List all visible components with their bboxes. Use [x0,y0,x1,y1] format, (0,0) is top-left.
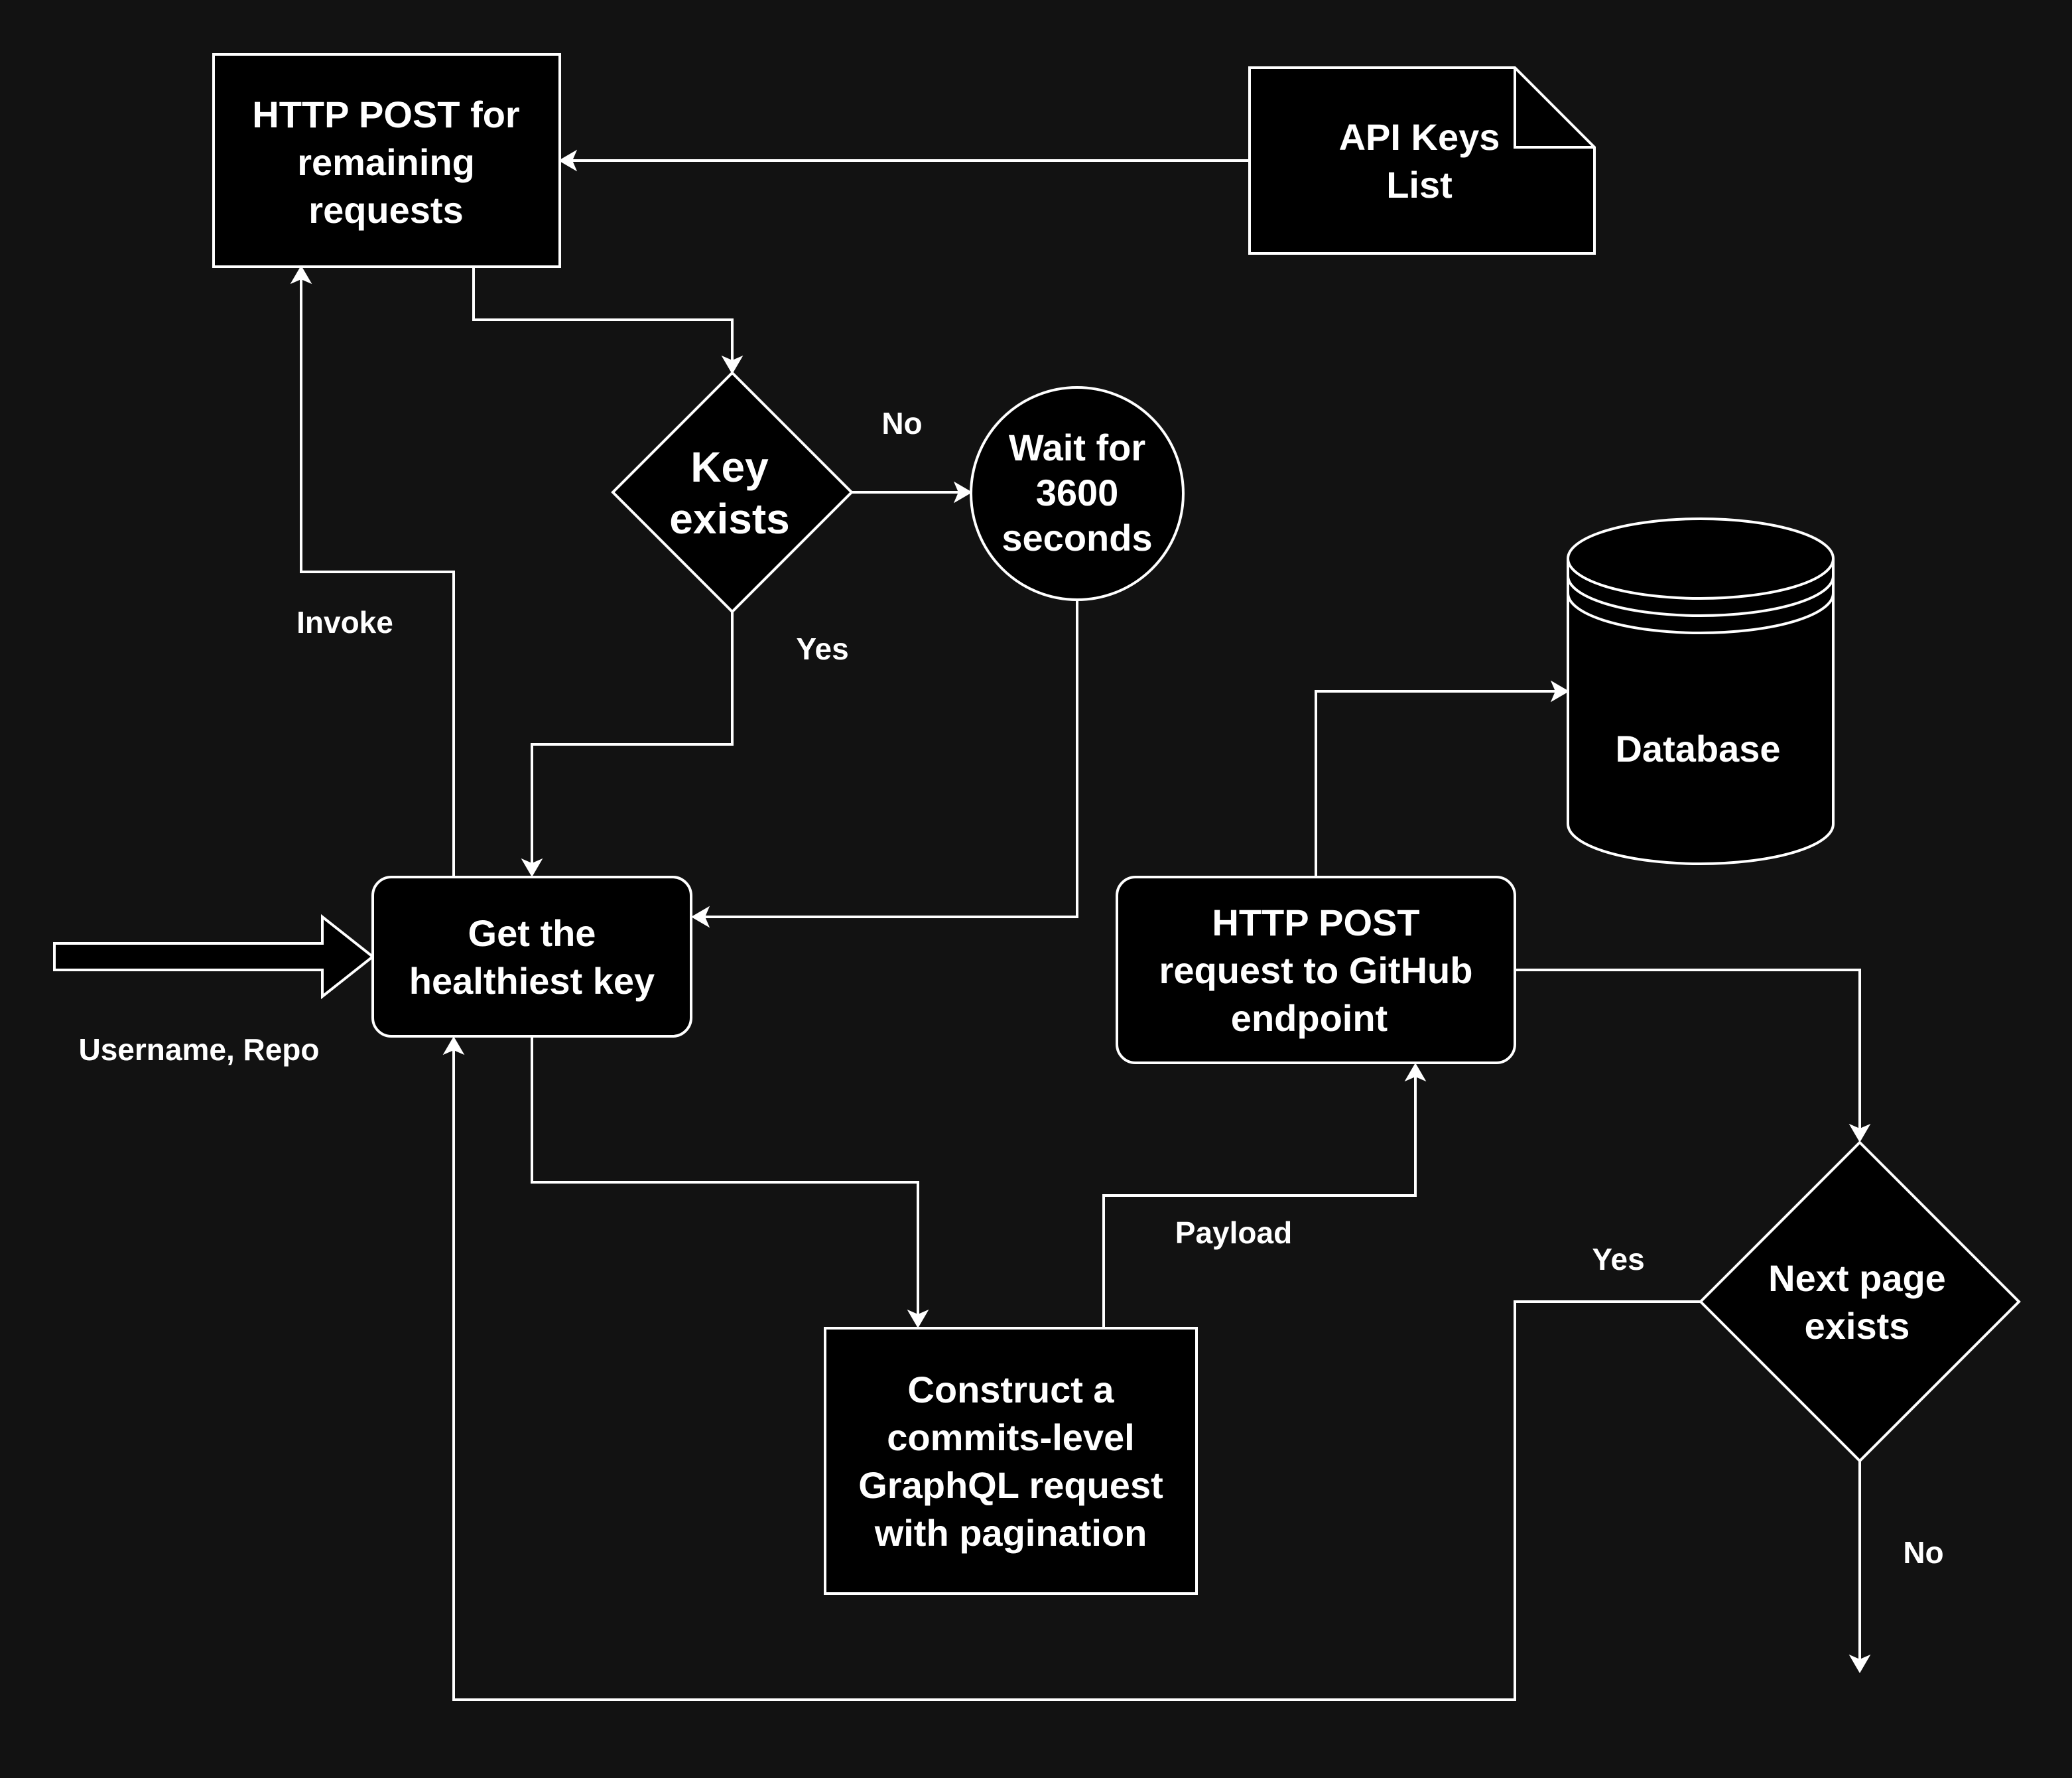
arrowhead [907,1309,929,1328]
arrowhead [1550,680,1569,703]
edge-labels: No Yes Invoke Username, Repo Payload Yes… [78,406,1943,1570]
node-line: endpoint [1231,997,1388,1039]
label-invoke: Invoke [296,605,393,640]
node-line: HTTP POST [1212,902,1419,943]
arrowhead [442,1036,465,1056]
edge-github-to-nextpage [1515,969,1861,1130]
node-get-key: Get the healthiest key [371,876,692,1038]
node-key-exists: Key exists [611,371,854,614]
nodes: HTTP POST for remaining requests API Key… [212,53,2021,1595]
node-next-page: Next page exists [1699,1140,2021,1463]
node-database: Database [1567,517,1835,865]
arrowhead [691,906,710,928]
arrowhead [721,355,744,374]
node-line: Key [690,443,769,491]
node-line: healthiest key [409,960,655,1002]
node-http-post-github: HTTP POST request to GitHub endpoint [1116,876,1516,1064]
node-line: GraphQL request [858,1464,1163,1506]
input-block-arrow [53,914,375,1000]
edges [53,149,1871,1701]
edge-construct-to-github [1102,1075,1417,1328]
node-line: remaining [297,141,475,183]
node-line: Construct a [907,1369,1114,1410]
node-line: exists [669,495,789,543]
node-construct-request: Construct a commits-level GraphQL reques… [824,1327,1198,1595]
node-line: request to GitHub [1159,949,1473,991]
node-line: API Keys [1339,116,1500,158]
arrowhead [290,265,312,285]
node-line: HTTP POST for [252,94,519,135]
label-payload: Payload [1175,1215,1292,1250]
node-line: exists [1805,1305,1910,1347]
arrowhead [1404,1063,1427,1082]
node-line: with pagination [874,1512,1147,1554]
arrowhead [558,149,578,172]
node-line: Wait for [1009,427,1145,468]
node-http-post-remaining: HTTP POST for remaining requests [212,53,561,268]
label-no-next: No [1903,1535,1943,1570]
arrowhead [1848,1654,1871,1673]
label-no-wait: No [881,406,922,441]
edge-wait-to-getkey [703,600,1078,918]
edge-keyexists-to-getkey [531,612,734,865]
label-yes-key: Yes [796,632,848,666]
node-line: Get the [468,912,596,954]
arrowhead [1848,1123,1871,1142]
node-line: Next page [1768,1257,1946,1299]
node-line: commits-level [887,1416,1135,1458]
node-line: List [1386,164,1453,206]
edge-getkey-to-construct [531,1038,919,1316]
edge-httppost-to-keyexists [472,267,734,362]
label-input: Username, Repo [78,1032,319,1067]
node-api-keys-list: API Keys List [1248,66,1596,255]
node-wait: Wait for 3600 seconds [970,386,1185,601]
edge-github-to-database [1315,690,1557,877]
node-line: requests [308,189,463,231]
node-line: 3600 [1036,472,1119,513]
node-line: Database [1615,728,1780,770]
node-line: seconds [1002,517,1152,559]
edge-nextpage-to-getkey [452,1048,1701,1701]
arrowhead [521,858,543,877]
label-yes-next: Yes [1592,1242,1644,1276]
arrowhead [953,481,972,504]
edge-getkey-to-httppost [300,277,455,877]
